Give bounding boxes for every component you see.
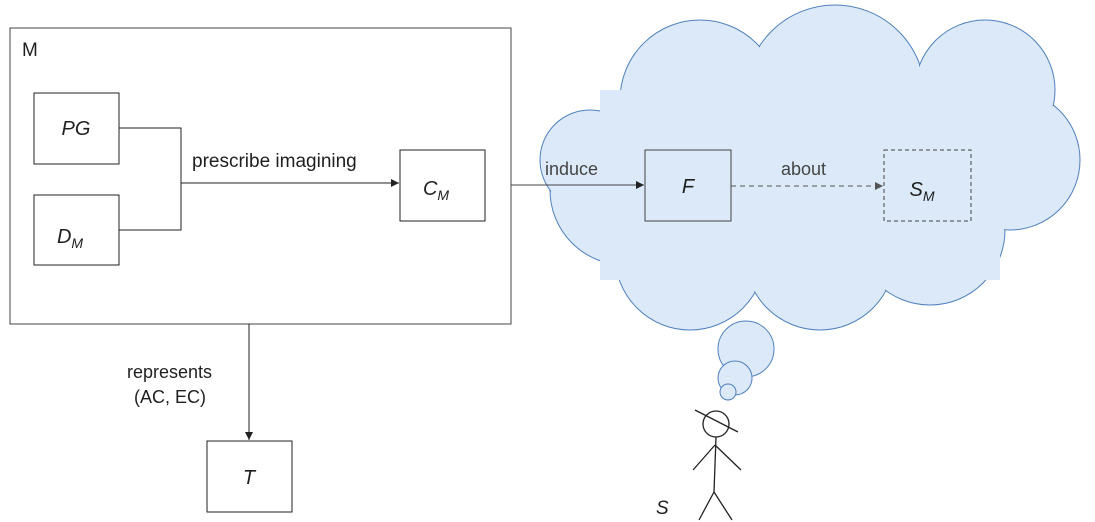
- sm-label: SM: [909, 179, 934, 204]
- pg-box: [33, 92, 120, 165]
- prescribe-label: prescribe imagining: [192, 151, 357, 172]
- dm-box: [33, 194, 120, 266]
- model-box: [9, 27, 512, 325]
- stick-figure-head: [702, 410, 730, 438]
- combine-connector: [119, 127, 182, 231]
- thought-cloud: [539, 4, 1081, 331]
- represents-label: represents: [127, 362, 212, 382]
- dm-label: DM: [57, 226, 83, 251]
- subject-label: S: [656, 498, 669, 519]
- cm-label: CM: [423, 178, 449, 203]
- f-label: F: [682, 176, 696, 198]
- model-label: M: [22, 40, 38, 61]
- pg-label: PG: [62, 118, 91, 140]
- sm-box: [883, 149, 972, 222]
- about-label: about: [781, 159, 826, 179]
- thought-bubbles: [717, 320, 775, 401]
- t-label: T: [243, 467, 257, 489]
- cm-box: [399, 149, 486, 222]
- f-box: [644, 149, 732, 222]
- represents-sublabel: (AC, EC): [134, 387, 206, 407]
- bubble-small: [719, 383, 737, 401]
- stick-figure: [692, 409, 742, 521]
- t-box: [206, 440, 293, 513]
- induce-label: induce: [545, 159, 598, 179]
